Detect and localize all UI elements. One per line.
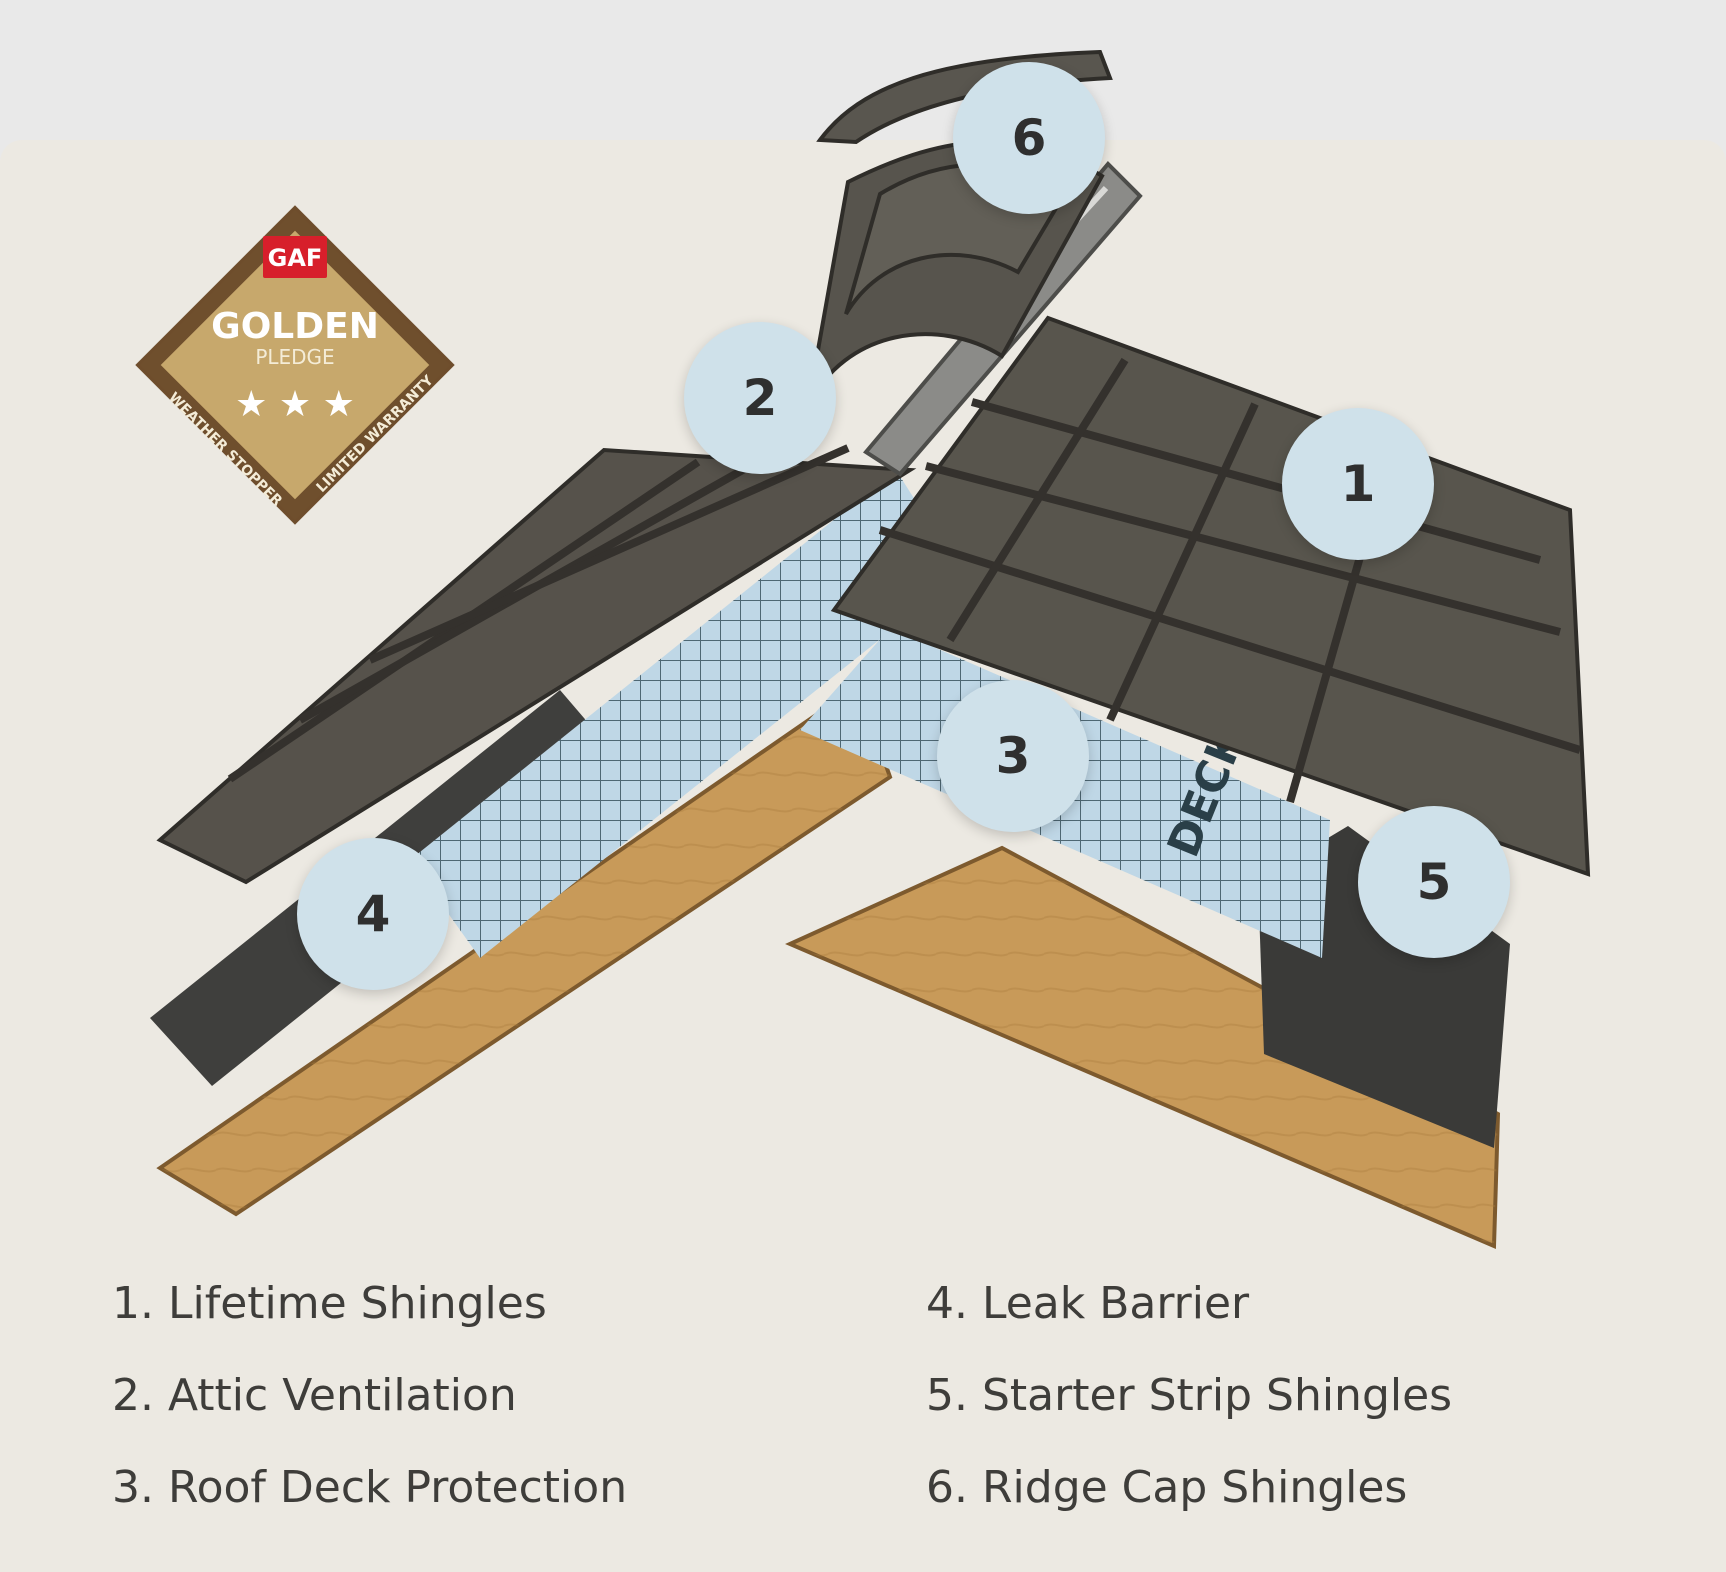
legend-item-3: 3. Roof Deck Protection — [112, 1462, 628, 1513]
gaf-logo-text: GAF — [268, 244, 323, 272]
badge-subtitle: PLEDGE — [255, 345, 334, 369]
golden-pledge-badge: GAF GOLDEN PLEDGE ★ ★ ★ WEATHER STOPPER … — [128, 198, 462, 532]
legend-item-5: 5. Starter Strip Shingles — [926, 1370, 1453, 1421]
marker-4: 4 — [297, 838, 449, 990]
legend: 1. Lifetime Shingles 2. Attic Ventilatio… — [0, 1258, 1726, 1548]
roof-deck — [156, 682, 1501, 1249]
left-shingles — [156, 444, 917, 885]
marker-1: 1 — [1282, 408, 1434, 560]
marker-3: 3 — [937, 680, 1089, 832]
badge-stars: ★ ★ ★ — [235, 384, 355, 425]
golden-pledge-badge-art: GAF GOLDEN PLEDGE ★ ★ ★ WEATHER STOPPER … — [135, 205, 455, 525]
badge-title: GOLDEN — [211, 306, 379, 347]
legend-item-2: 2. Attic Ventilation — [112, 1370, 517, 1421]
legend-item-1: 1. Lifetime Shingles — [112, 1278, 547, 1329]
marker-2: 2 — [684, 322, 836, 474]
legend-item-6: 6. Ridge Cap Shingles — [926, 1462, 1408, 1513]
marker-5: 5 — [1358, 806, 1510, 958]
legend-item-4: 4. Leak Barrier — [926, 1278, 1250, 1329]
marker-6: 6 — [953, 62, 1105, 214]
